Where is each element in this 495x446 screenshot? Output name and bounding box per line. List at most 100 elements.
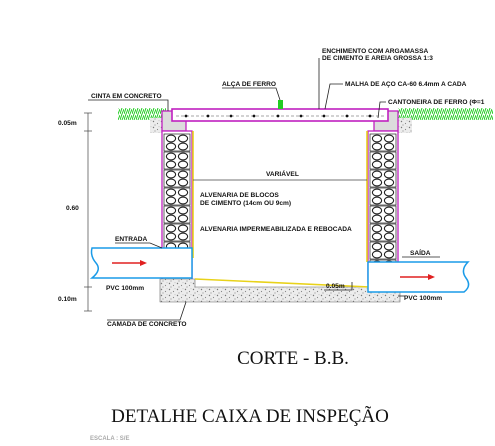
rebar-dots (184, 114, 372, 118)
block-cell (165, 196, 177, 205)
leader-lines (88, 58, 440, 321)
cement-block (369, 205, 397, 224)
variable-label: VARIÁVEL (266, 169, 299, 178)
pvc-right-label: PVC 100mm (404, 295, 442, 302)
cement-block (369, 223, 397, 242)
sloped-floor-line (194, 278, 371, 288)
slope-label: 0.05m (326, 283, 345, 290)
cement-block (163, 187, 191, 206)
block-cell (177, 134, 189, 143)
cement-block (163, 151, 191, 170)
cover-slab (171, 108, 389, 122)
block-cell (383, 178, 395, 187)
block-cell (165, 214, 177, 223)
block-cell (371, 134, 383, 143)
block-cell (165, 224, 177, 233)
section-title: CORTE - B.B. (237, 348, 349, 369)
cement-block (163, 223, 191, 242)
block-cell (165, 160, 177, 169)
block-cell (165, 206, 177, 215)
steel-mesh-label: MALHA DE AÇO CA-60 6.4mm A CADA (345, 81, 467, 88)
block-label-1: ALVENARIA DE BLOCOS (200, 192, 279, 199)
outlet-label: SAÍDA (410, 248, 431, 257)
block-cell (383, 188, 395, 197)
dimension-line (84, 112, 92, 312)
block-cell (177, 142, 189, 151)
block-cell (371, 232, 383, 241)
block-cell (177, 178, 189, 187)
block-cell (177, 206, 189, 215)
block-cell (383, 134, 395, 143)
scale-label: ESCALA : S/E (90, 436, 129, 442)
block-cell (165, 188, 177, 197)
ground-grass-right (398, 108, 493, 120)
top-soil-right (398, 118, 412, 133)
cement-block (163, 205, 191, 224)
pvc-left-label: PVC 100mm (106, 285, 144, 292)
cement-block (369, 133, 397, 152)
cement-block (163, 169, 191, 188)
iron-corner-label: CANTONEIRA DE FERRO (Φ=1 (388, 99, 485, 106)
block-cell (165, 170, 177, 179)
block-cell (383, 250, 395, 259)
block-cell (165, 232, 177, 241)
concrete-band-label: CINTA EM CONCRETO (91, 93, 162, 100)
block-cell (383, 214, 395, 223)
block-cell (177, 224, 189, 233)
block-label-2: DE CIMENTO (14cm OU 9cm) (200, 200, 291, 207)
block-cell (177, 214, 189, 223)
block-cell (371, 152, 383, 161)
dimension-top: 0.05m (58, 120, 77, 127)
block-cell (165, 178, 177, 187)
block-cell (383, 196, 395, 205)
main-title: DETALHE CAIXA DE INSPEÇÃO (111, 405, 389, 427)
block-cell (383, 160, 395, 169)
block-cell (371, 214, 383, 223)
block-cell (371, 196, 383, 205)
top-soil-left (150, 118, 162, 133)
block-cell (165, 134, 177, 143)
cement-block (369, 241, 397, 260)
block-cell (383, 142, 395, 151)
block-cell (371, 224, 383, 233)
block-cell (371, 170, 383, 179)
concrete-layer-label: CAMADA DE CONCRETO (107, 321, 187, 328)
block-cell (371, 178, 383, 187)
cement-blocks-right (369, 133, 397, 278)
fill-label-1: ENCHIMENTO COM ARGAMASSA (322, 48, 428, 55)
block-cell (177, 170, 189, 179)
block-cell (383, 152, 395, 161)
cement-block (369, 187, 397, 206)
block-cell (177, 188, 189, 197)
block-cell (371, 160, 383, 169)
waterproof-label: ALVENARIA IMPERMEABILIZADA E REBOCADA (200, 226, 352, 233)
block-cell (371, 188, 383, 197)
flow-arrow-in (112, 260, 147, 266)
block-cell (371, 250, 383, 259)
block-cell (383, 206, 395, 215)
iron-handle-label: ALÇA DE FERRO (222, 81, 276, 88)
block-cell (177, 232, 189, 241)
block-cell (371, 206, 383, 215)
block-cell (383, 232, 395, 241)
flow-arrow-out (400, 274, 435, 280)
block-cell (371, 242, 383, 251)
block-cell (177, 152, 189, 161)
block-cell (165, 142, 177, 151)
block-cell (383, 242, 395, 251)
fill-label-2: DE CIMENTO E AREIA GROSSA 1:3 (322, 55, 433, 62)
block-cell (177, 160, 189, 169)
dimension-middle: 0.60 (66, 205, 79, 212)
cement-block (369, 151, 397, 170)
block-cell (177, 196, 189, 205)
block-cell (383, 224, 395, 233)
block-cell (383, 170, 395, 179)
block-cell (165, 152, 177, 161)
cement-block (369, 169, 397, 188)
cement-block (163, 133, 191, 152)
block-cell (371, 142, 383, 151)
dimension-bottom: 0.10m (58, 296, 77, 303)
iron-handle (278, 100, 283, 109)
ground-grass-left (118, 108, 166, 120)
